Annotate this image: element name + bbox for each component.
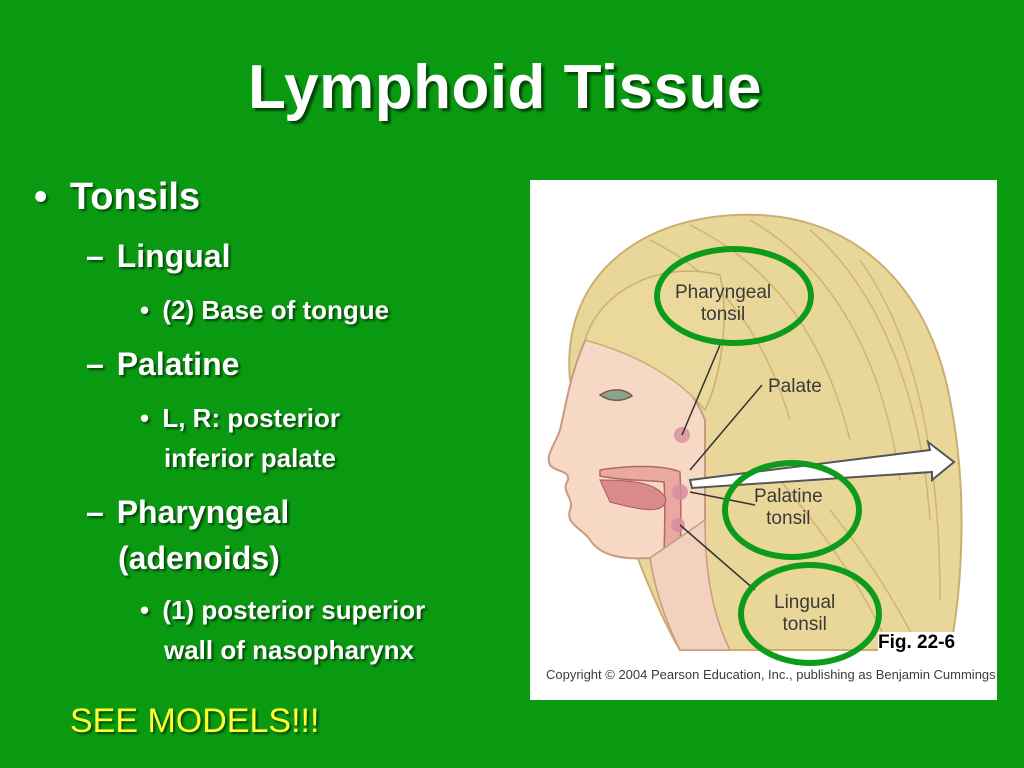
bullet-glyph: • (34, 176, 48, 218)
see-models-note: SEE MODELS!!! (70, 702, 320, 740)
copyright-notice: Copyright © 2004 Pearson Education, Inc.… (546, 667, 996, 682)
sub-bullet-palatine: – Palatine (86, 346, 239, 383)
bullet-tonsils: • Tonsils (34, 176, 200, 219)
sub-bullet-pharyngeal-line2: (adenoids) (118, 540, 280, 576)
bullet-glyph: • (140, 403, 150, 433)
bullet-label: Tonsils (69, 176, 201, 218)
tongue-shape (599, 479, 667, 511)
palate-label: Palate (768, 376, 822, 397)
figure-panel: Pharyngeal tonsil Palate Palatine tonsil… (530, 180, 997, 700)
sub-bullet-label: Pharyngeal (116, 494, 290, 530)
detail-palatine-2: inferior palate (164, 443, 336, 473)
detail-lingual: • (2) Base of tongue (140, 295, 389, 326)
detail-label: (1) posterior superior (162, 595, 426, 625)
bullet-glyph: • (140, 295, 150, 325)
bullet-glyph: • (140, 595, 150, 625)
sub-bullet-pharyngeal: – Pharyngeal (86, 494, 289, 531)
sub-bullet-lingual: – Lingual (86, 238, 230, 275)
pharyngeal-highlight-circle (654, 246, 814, 346)
palatine-highlight-circle (722, 460, 862, 560)
lingual-tonsil-spot (671, 518, 685, 532)
sub-bullet-label: Palatine (116, 346, 240, 382)
dash-glyph: – (86, 494, 104, 530)
dash-glyph: – (86, 346, 104, 382)
detail-label: L, R: posterior (162, 403, 341, 433)
slide-title: Lymphoid Tissue (248, 53, 762, 122)
figure-number: Fig. 22-6 (878, 632, 956, 654)
lingual-highlight-circle (738, 562, 882, 666)
detail-label: (2) Base of tongue (162, 295, 390, 325)
detail-pharyngeal-1: • (1) posterior superior (140, 595, 425, 626)
palatine-tonsil-spot (672, 484, 688, 500)
sub-bullet-label: Lingual (116, 238, 231, 274)
eye-shape (598, 389, 634, 402)
neck-shape (649, 518, 732, 651)
dash-glyph: – (86, 238, 104, 274)
detail-pharyngeal-2: wall of nasopharynx (164, 635, 414, 665)
detail-palatine-1: • L, R: posterior (140, 403, 340, 434)
